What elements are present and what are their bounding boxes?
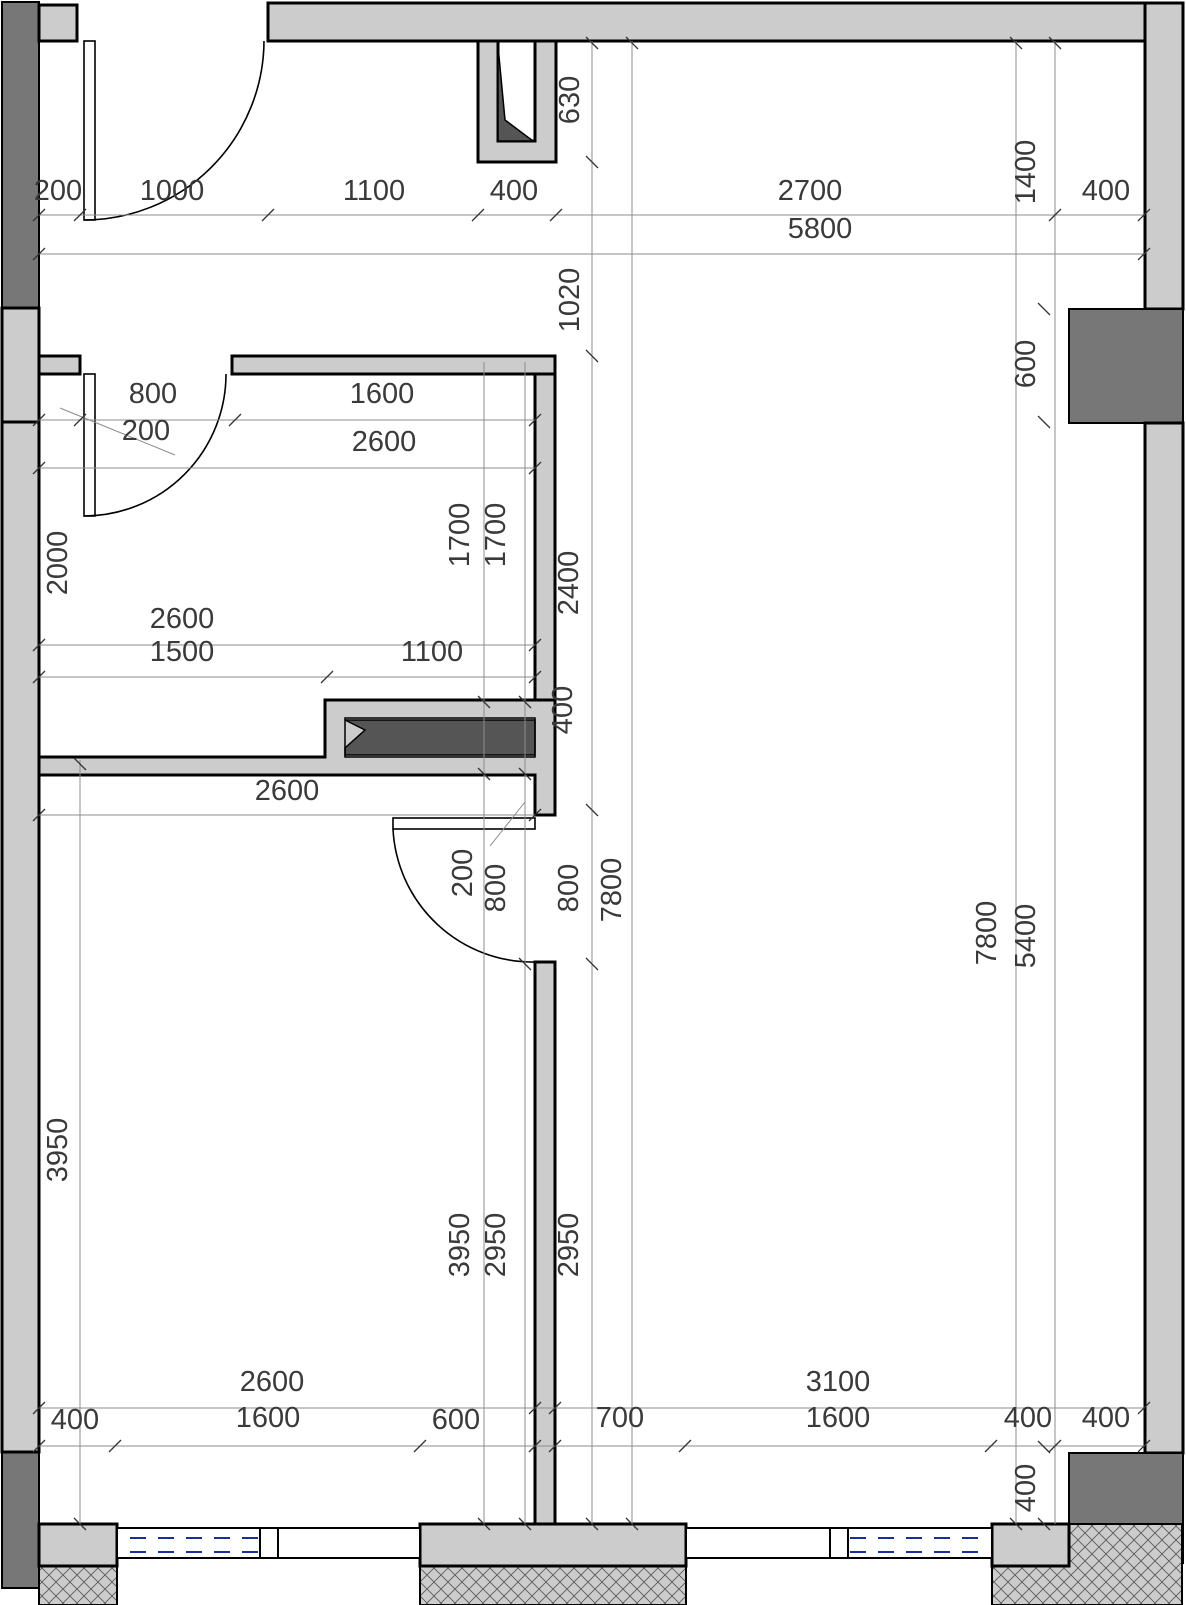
- bottom-wall-mid-cap: [418, 1522, 688, 1568]
- dim-bath-200: 200: [122, 415, 170, 447]
- dim-v-400-duct: 400: [547, 686, 579, 734]
- bathroom-door-leaf: [83, 373, 96, 517]
- window-left-mullion: [259, 1527, 279, 1559]
- bottom-wall-right-cap: [990, 1522, 1071, 1568]
- dim-bot-400-left: 400: [51, 1404, 99, 1436]
- dim-v-5400: 5400: [1010, 904, 1042, 969]
- dim-bot-1600-right: 1600: [806, 1402, 871, 1434]
- window-pier-right: [1068, 308, 1184, 424]
- window-right-mullion: [829, 1527, 849, 1559]
- entrance-door-swing: [83, 40, 265, 221]
- dim-top-1100: 1100: [343, 175, 405, 207]
- dimension-labels: 200 1000 1100 400 2700 400 5800 800 200 …: [34, 76, 1130, 1512]
- vent-duct-mid: [344, 719, 536, 756]
- right-exterior-wall-upper: [1143, 1, 1185, 311]
- dim-bot-700: 700: [596, 1402, 644, 1434]
- bedroom-partition: [533, 960, 557, 1526]
- dim-v-400-bottom: 400: [1010, 1464, 1042, 1512]
- dim-bot-600: 600: [432, 1404, 480, 1436]
- dim-top-1000: 1000: [140, 175, 205, 207]
- dim-mid-2600: 2600: [150, 603, 215, 635]
- vent-shaft-mid: [344, 717, 536, 758]
- dim-v-600-window: 600: [1010, 340, 1042, 388]
- dim-bath-2600-top: 2600: [352, 426, 417, 458]
- dim-v-3950-left: 3950: [42, 1118, 74, 1183]
- dim-bot-2600: 2600: [240, 1366, 305, 1398]
- dim-v-1020: 1020: [554, 268, 586, 333]
- dim-v-7800-inner: 7800: [596, 858, 628, 923]
- entrance-door-leaf: [83, 40, 96, 221]
- dim-bath-800: 800: [129, 378, 177, 410]
- dim-top-400-b: 400: [1082, 175, 1130, 207]
- right-exterior-wall-lower: [1143, 421, 1185, 1455]
- top-wall-left-stub: [37, 3, 79, 43]
- dim-bot-1600-left: 1600: [236, 1402, 301, 1434]
- left-column-top: [1, 1, 40, 309]
- doors: [83, 40, 536, 963]
- vent-duct-top: [497, 45, 536, 142]
- dim-bot-400-mid: 400: [1004, 1402, 1052, 1434]
- bedroom-door-leaf: [392, 817, 536, 830]
- bath-top-wall-left: [37, 354, 82, 376]
- dim-top-400-a: 400: [490, 175, 538, 207]
- dim-v-7800-right: 7800: [971, 901, 1003, 966]
- dim-v-3950-mid: 3950: [444, 1213, 476, 1278]
- bath-right-partition: [533, 372, 557, 702]
- bottom-wall-left-cap: [37, 1522, 119, 1568]
- dim-bath-1600: 1600: [350, 378, 415, 410]
- dim-bath-1700-a: 1700: [444, 503, 476, 568]
- dim-bot-3100: 3100: [806, 1366, 871, 1398]
- dim-bath-1700-b: 1700: [480, 503, 512, 568]
- left-wall-stub: [0, 306, 41, 424]
- dim-top-5800: 5800: [788, 213, 853, 245]
- dimension-lines: [39, 41, 1145, 1524]
- dim-v-2950-a: 2950: [480, 1213, 512, 1278]
- dim-v-2950-b: 2950: [553, 1213, 585, 1278]
- dim-top-2700: 2700: [778, 175, 843, 207]
- dim-mid-1100: 1100: [401, 636, 463, 668]
- windows: [116, 1527, 993, 1559]
- top-exterior-wall: [266, 1, 1185, 43]
- left-exterior-wall: [0, 420, 41, 1454]
- dim-door-800-a: 800: [480, 864, 512, 912]
- dim-top-200: 200: [34, 175, 82, 207]
- dim-mid-1500: 1500: [150, 636, 215, 668]
- dim-bed-2600: 2600: [255, 775, 320, 807]
- dim-bot-400-right: 400: [1082, 1402, 1130, 1434]
- dim-v-630: 630: [554, 76, 586, 124]
- dim-v-2400: 2400: [553, 551, 585, 616]
- dimension-ticks: [32, 36, 1151, 1531]
- dim-door-800-b: 800: [553, 864, 585, 912]
- dim-v-1400: 1400: [1010, 140, 1042, 205]
- bedroom-door-swing: [392, 828, 536, 963]
- dim-door-200: 200: [447, 849, 479, 897]
- bathroom-door-swing: [83, 373, 227, 517]
- left-column-bottom: [1, 1451, 40, 1589]
- dim-bath-2000: 2000: [42, 531, 74, 596]
- vent-shaft-top: [476, 39, 558, 164]
- bath-top-wall: [230, 354, 557, 376]
